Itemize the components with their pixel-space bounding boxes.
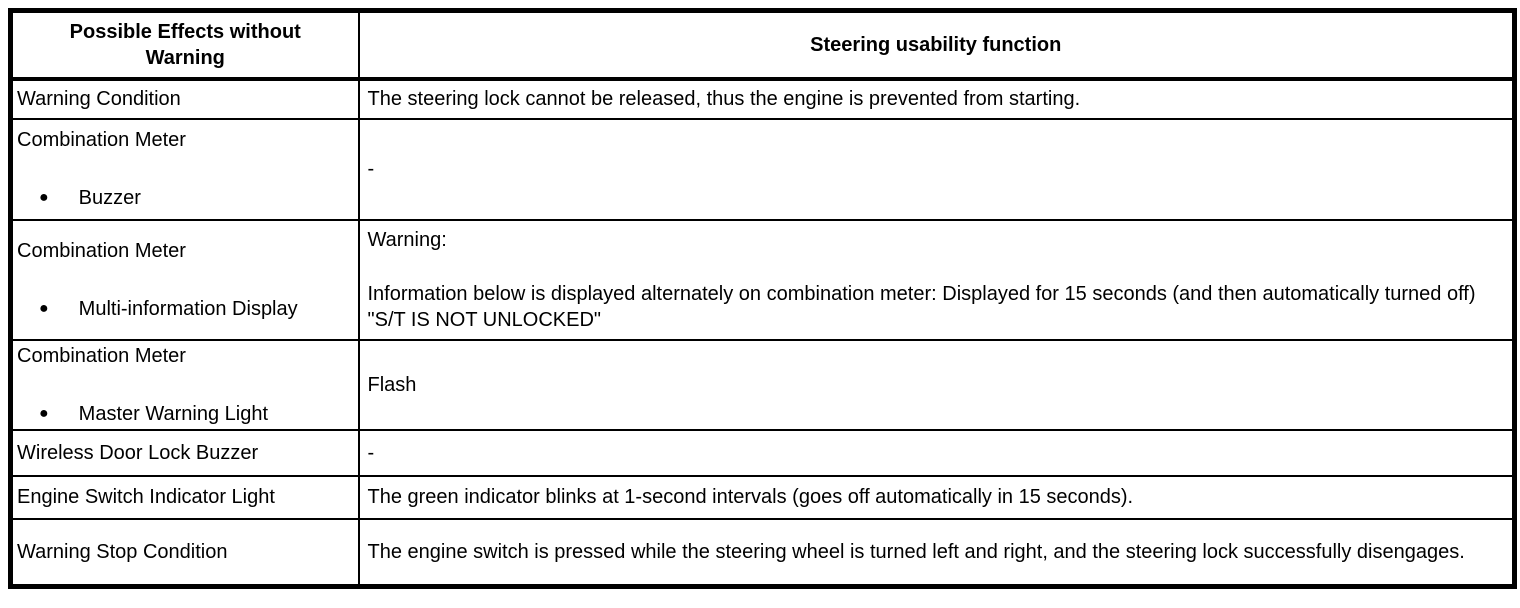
cell-left: Warning Condition	[9, 77, 360, 120]
bullet-item: ● Master Warning Light	[17, 401, 354, 427]
cell-text: The green indicator blinks at 1-second i…	[367, 486, 1134, 508]
header-row: Possible Effects without Warning Steerin…	[9, 9, 1516, 81]
table-row: Combination Meter ● Master Warning Light…	[9, 338, 1516, 431]
table-row: Warning Condition The steering lock cann…	[9, 77, 1516, 120]
bullet-icon: ●	[39, 299, 49, 317]
table-row: Combination Meter ● Multi-information Di…	[9, 218, 1516, 341]
cell-title: Warning Condition	[17, 88, 181, 110]
cell-right: The engine switch is pressed while the s…	[357, 517, 1516, 588]
cell-text: -	[367, 158, 375, 180]
bullet-icon: ●	[39, 404, 49, 422]
cell-text: -	[367, 441, 375, 464]
cell-left: Combination Meter ● Multi-information Di…	[9, 218, 360, 341]
bullet-icon: ●	[39, 189, 49, 206]
cell-right: Warning: Information below is displayed …	[357, 218, 1516, 341]
table-row: Engine Switch Indicator Light The green …	[9, 474, 1516, 520]
cell-left: Warning Stop Condition	[9, 517, 360, 588]
cell-text: Warning:	[367, 228, 447, 251]
table-row: Wireless Door Lock Buzzer -	[9, 428, 1516, 477]
cell-left: Combination Meter ● Buzzer	[9, 117, 360, 221]
cell-text: Flash	[367, 373, 417, 396]
header-cell-steering-function: Steering usability function	[357, 9, 1516, 81]
cell-title: Warning Stop Condition	[17, 540, 228, 563]
cell-text: The engine switch is pressed while the s…	[367, 540, 1465, 563]
cell-right: The steering lock cannot be released, th…	[357, 77, 1516, 120]
effects-table: Possible Effects without Warning Steerin…	[8, 8, 1517, 589]
header-label-possible-effects: Possible Effects without Warning	[69, 20, 301, 69]
cell-title: Combination Meter	[17, 344, 186, 367]
cell-right: -	[357, 117, 1516, 221]
cell-text: Information below is displayed alternate…	[367, 282, 1476, 331]
header-cell-possible-effects: Possible Effects without Warning	[9, 9, 360, 81]
bullet-label: Buzzer	[78, 187, 141, 209]
table-row: Warning Stop Condition The engine switch…	[9, 517, 1516, 588]
bullet-label: Master Warning Light	[78, 402, 269, 425]
bullet-item: ● Multi-information Display	[17, 296, 354, 322]
cell-left: Wireless Door Lock Buzzer	[9, 428, 360, 477]
table-row: Combination Meter ● Buzzer -	[9, 117, 1516, 221]
cell-left: Combination Meter ● Master Warning Light	[9, 338, 360, 431]
bullet-item: ● Buzzer	[17, 185, 354, 211]
cell-right: The green indicator blinks at 1-second i…	[357, 474, 1516, 520]
cell-title: Combination Meter	[17, 239, 186, 262]
bullet-label: Multi-information Display	[78, 297, 298, 320]
header-label-steering-function: Steering usability function	[810, 33, 1062, 56]
cell-title: Wireless Door Lock Buzzer	[17, 441, 259, 464]
cell-left: Engine Switch Indicator Light	[9, 474, 360, 520]
cell-title: Engine Switch Indicator Light	[17, 486, 275, 508]
cell-right: -	[357, 428, 1516, 477]
cell-title: Combination Meter	[17, 129, 186, 151]
cell-right: Flash	[357, 338, 1516, 431]
cell-text: The steering lock cannot be released, th…	[367, 88, 1081, 110]
